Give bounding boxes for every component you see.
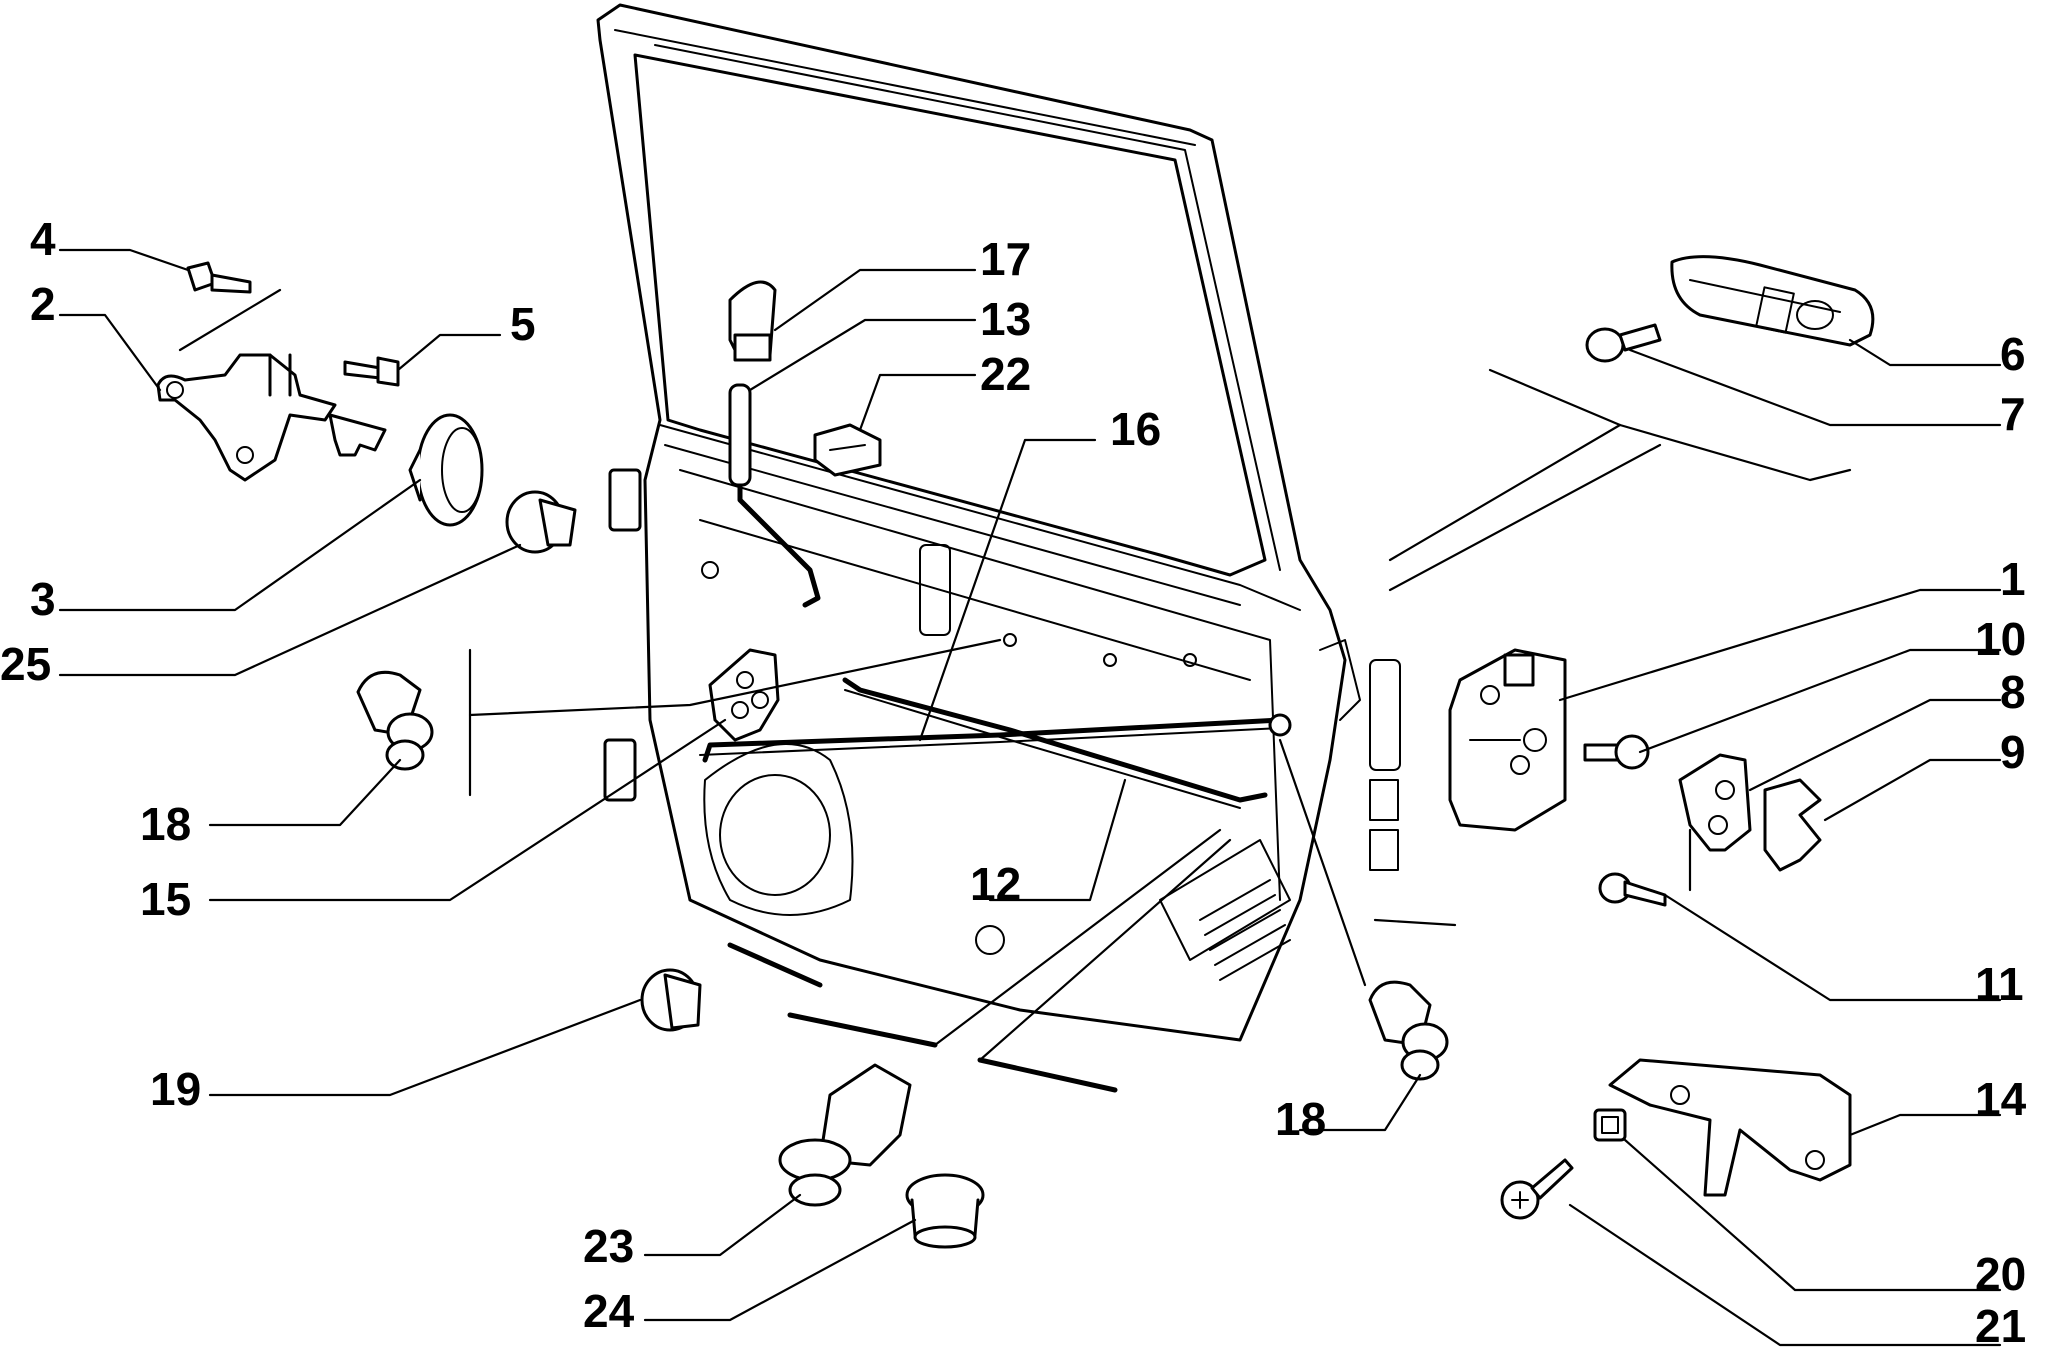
- part-8-striker-plate: [1678, 753, 1752, 852]
- part-22-clip: [813, 423, 882, 477]
- label-17: 17: [980, 233, 1031, 285]
- part-25-clip: [505, 490, 577, 554]
- part-19-clip: [640, 968, 702, 1032]
- part-23-retainer-clip: [778, 1063, 912, 1207]
- part-7-screw: [1585, 323, 1662, 363]
- label-18-left: 18: [140, 798, 191, 850]
- label-25: 25: [0, 638, 51, 690]
- label-15: 15: [140, 873, 191, 925]
- label-19: 19: [150, 1063, 201, 1115]
- door-vent-grille: [1159, 839, 1291, 981]
- label-8: 8: [2000, 666, 2026, 718]
- label-21: 21: [1975, 1300, 2026, 1348]
- lower-hinge-mount: [603, 738, 637, 802]
- label-1: 1: [2000, 553, 2026, 605]
- part-20-nut: [1593, 1108, 1627, 1142]
- part-2-upper-hinge: [156, 353, 387, 482]
- upper-hinge-mount: [608, 468, 642, 532]
- label-10: 10: [1975, 613, 2026, 665]
- part-1-door-latch: [1448, 648, 1567, 832]
- window-regulator-rods: [699, 383, 1283, 809]
- label-7: 7: [2000, 388, 2026, 440]
- part-5-screw: [343, 356, 400, 387]
- part-9-striker: [1763, 778, 1822, 872]
- part-24-grommet: [905, 1173, 985, 1249]
- label-9: 9: [2000, 726, 2026, 778]
- part-18-cable-clip-left: [356, 670, 434, 771]
- label-18-right: 18: [1275, 1093, 1326, 1145]
- leader-lines: [58, 248, 2002, 1347]
- label-20: 20: [1975, 1248, 2026, 1300]
- label-22: 22: [980, 348, 1031, 400]
- rod-end-grommet: [1268, 713, 1292, 737]
- label-11: 11: [1975, 958, 2024, 1010]
- label-2: 2: [30, 278, 56, 330]
- part-11-screw: [1598, 872, 1667, 907]
- part-labels: 4 2 5 3 25 18 15 19 23 24 17 13 22 16 12…: [0, 213, 2027, 1348]
- part-4-screw: [186, 261, 252, 294]
- part-3-grommet: [408, 413, 484, 527]
- part-21-screw: [1500, 1158, 1574, 1220]
- label-23: 23: [583, 1220, 634, 1272]
- label-12: 12: [970, 858, 1021, 910]
- label-4: 4: [30, 213, 56, 265]
- door-panel: [596, 3, 1401, 1042]
- part-10-screw: [1583, 734, 1650, 770]
- label-24: 24: [583, 1285, 635, 1337]
- label-6: 6: [2000, 328, 2026, 380]
- label-14: 14: [1975, 1073, 2027, 1125]
- label-16: 16: [1110, 403, 1161, 455]
- part-14-lower-hinge: [1608, 1058, 1852, 1197]
- part-17-lock-knob: [728, 280, 777, 362]
- part-18-cable-clip-right: [1368, 980, 1449, 1081]
- label-3: 3: [30, 573, 56, 625]
- label-13: 13: [980, 293, 1031, 345]
- label-5: 5: [510, 298, 536, 350]
- part-6-outer-handle: [1670, 255, 1875, 347]
